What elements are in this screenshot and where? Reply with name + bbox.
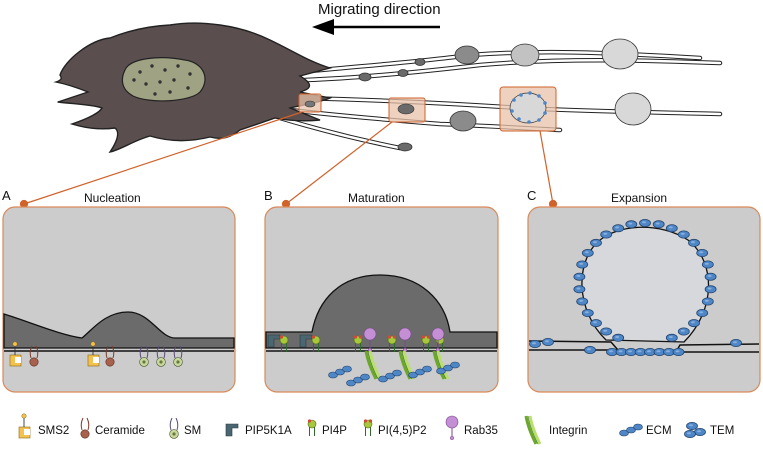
tem — [672, 347, 685, 357]
svg-text:PI(4,5)P2: PI(4,5)P2 — [378, 425, 427, 437]
tem — [704, 272, 717, 281]
direction-label: Migrating direction — [318, 1, 441, 18]
legend: SMS2 Ceramide SM PIP5K1A PI4P PI(4,5)P2 … — [18, 413, 734, 446]
pip5k1a-icon — [225, 423, 239, 437]
tem — [677, 327, 690, 336]
legend-item-tem: TEM — [684, 421, 734, 439]
tem — [625, 220, 638, 229]
rab35-icon — [445, 415, 459, 441]
svg-text:Rab35: Rab35 — [464, 425, 498, 437]
integrin-icon — [524, 414, 542, 446]
tem — [576, 260, 589, 269]
ecm-icon — [619, 423, 643, 437]
tem — [581, 308, 594, 318]
panel-letter-a: A — [2, 188, 11, 203]
tem — [600, 327, 613, 336]
legend-item-pi4p: PI4P — [307, 418, 347, 437]
tem — [696, 308, 709, 318]
legend-item-ecm: ECM — [619, 423, 672, 437]
highlight-box-c — [499, 86, 557, 132]
fiber-migrasomes — [358, 38, 652, 152]
svg-text:SM: SM — [184, 425, 201, 437]
tem — [701, 260, 714, 269]
tem-icon — [684, 421, 706, 439]
tem — [665, 333, 678, 342]
legend-item-sm: SM — [169, 417, 201, 439]
pi45p2-icon — [363, 418, 373, 437]
legend-item-sms2: SMS2 — [18, 413, 69, 439]
tem — [701, 297, 714, 306]
tem — [696, 248, 709, 258]
highlight-box-a — [298, 93, 322, 113]
legend-item-pi45p2: PI(4,5)P2 — [363, 418, 427, 437]
svg-text:ECM: ECM — [646, 425, 672, 437]
sm-icon — [169, 417, 179, 439]
tem — [600, 230, 613, 239]
tem — [612, 224, 625, 233]
tem — [590, 319, 602, 328]
tem — [590, 238, 602, 247]
svg-text:TEM: TEM — [710, 425, 734, 437]
tem — [576, 297, 589, 306]
tem — [704, 285, 717, 294]
tem — [639, 218, 651, 228]
panel-title-c: Expansion — [611, 191, 667, 205]
pi4p-icon — [307, 418, 317, 437]
panel-letter-c: C — [527, 188, 536, 203]
svg-text:PI4P: PI4P — [322, 425, 347, 437]
tem — [652, 220, 665, 229]
tem — [677, 230, 690, 239]
nucleus — [121, 57, 206, 102]
tem — [665, 224, 678, 233]
tem — [688, 238, 700, 247]
svg-text:Integrin: Integrin — [549, 425, 587, 437]
svg-text:Ceramide: Ceramide — [95, 425, 145, 437]
legend-item-pip5k1a: PIP5K1A — [225, 423, 292, 437]
legend-item-rab35: Rab35 — [445, 415, 498, 441]
tem — [581, 248, 594, 258]
svg-text:SMS2: SMS2 — [38, 425, 69, 437]
svg-text:PIP5K1A: PIP5K1A — [245, 425, 292, 437]
highlight-box-b — [388, 97, 426, 123]
direction-arrow — [312, 19, 440, 35]
tem — [573, 272, 586, 281]
panel-title-b: Maturation — [348, 191, 405, 205]
ceramide-icon — [80, 417, 90, 439]
panel-c: C Expansion — [527, 188, 761, 393]
tem — [573, 285, 586, 294]
panel-letter-b: B — [264, 188, 273, 203]
tem — [688, 319, 700, 328]
panel-b: B Maturation — [264, 188, 499, 393]
panel-a: A Nucleation — [2, 188, 236, 393]
panel-title-a: Nucleation — [84, 191, 141, 205]
legend-item-ceramide: Ceramide — [80, 417, 145, 439]
sms2-icon — [18, 413, 31, 439]
legend-item-integrin: Integrin — [524, 414, 587, 446]
tem — [612, 333, 625, 342]
connector-lines — [19, 111, 558, 209]
migrating-cell — [53, 22, 723, 154]
